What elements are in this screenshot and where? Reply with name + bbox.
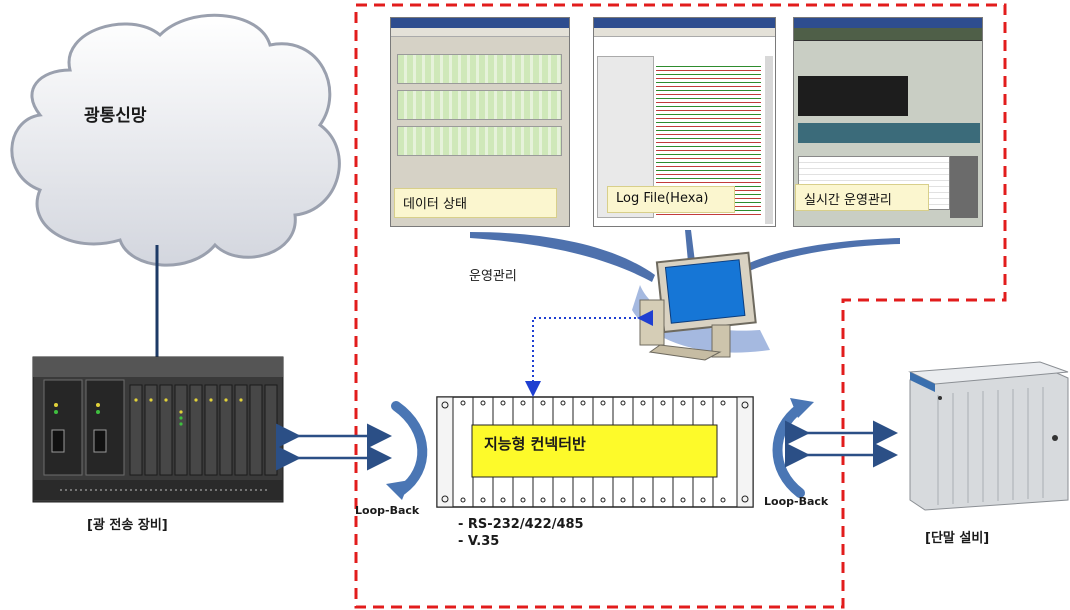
screen-caption-log-file: Log File(Hexa) [607,186,735,213]
connector-label: 지능형 컨넥터반 [484,435,586,453]
left-loopback-arrow [386,401,428,500]
terminal-equipment-cabinet [908,361,1069,511]
screens-to-pc-fan [470,230,900,282]
right-loopback-label: Loop-Back [764,495,829,508]
pc-to-connector-dotted-link [525,310,653,397]
connector-spec-rs: - RS-232/422/485 [458,517,584,532]
screen-caption-realtime-operations: 실시간 운영관리 [795,184,929,211]
cloud-label: 광통신망 [84,106,147,126]
left-loopback-label: Loop-Back [355,504,420,517]
right-loopback-arrow [772,398,814,498]
management-boundary [354,3,1007,609]
screen-caption-data-status: 데이터 상태 [394,188,557,218]
left-equipment-label: [광 전송 장비] [87,518,168,533]
title-bar [391,18,569,28]
management-pc-icon [632,251,770,361]
intelligent-connector-panel [436,396,754,508]
connector-spec-v35: - V.35 [458,534,500,549]
management-label: 운영관리 [469,269,517,284]
optical-network-cloud [10,13,341,267]
optical-transmission-rack [32,356,284,503]
right-equipment-label: [단말 설비] [925,531,990,546]
